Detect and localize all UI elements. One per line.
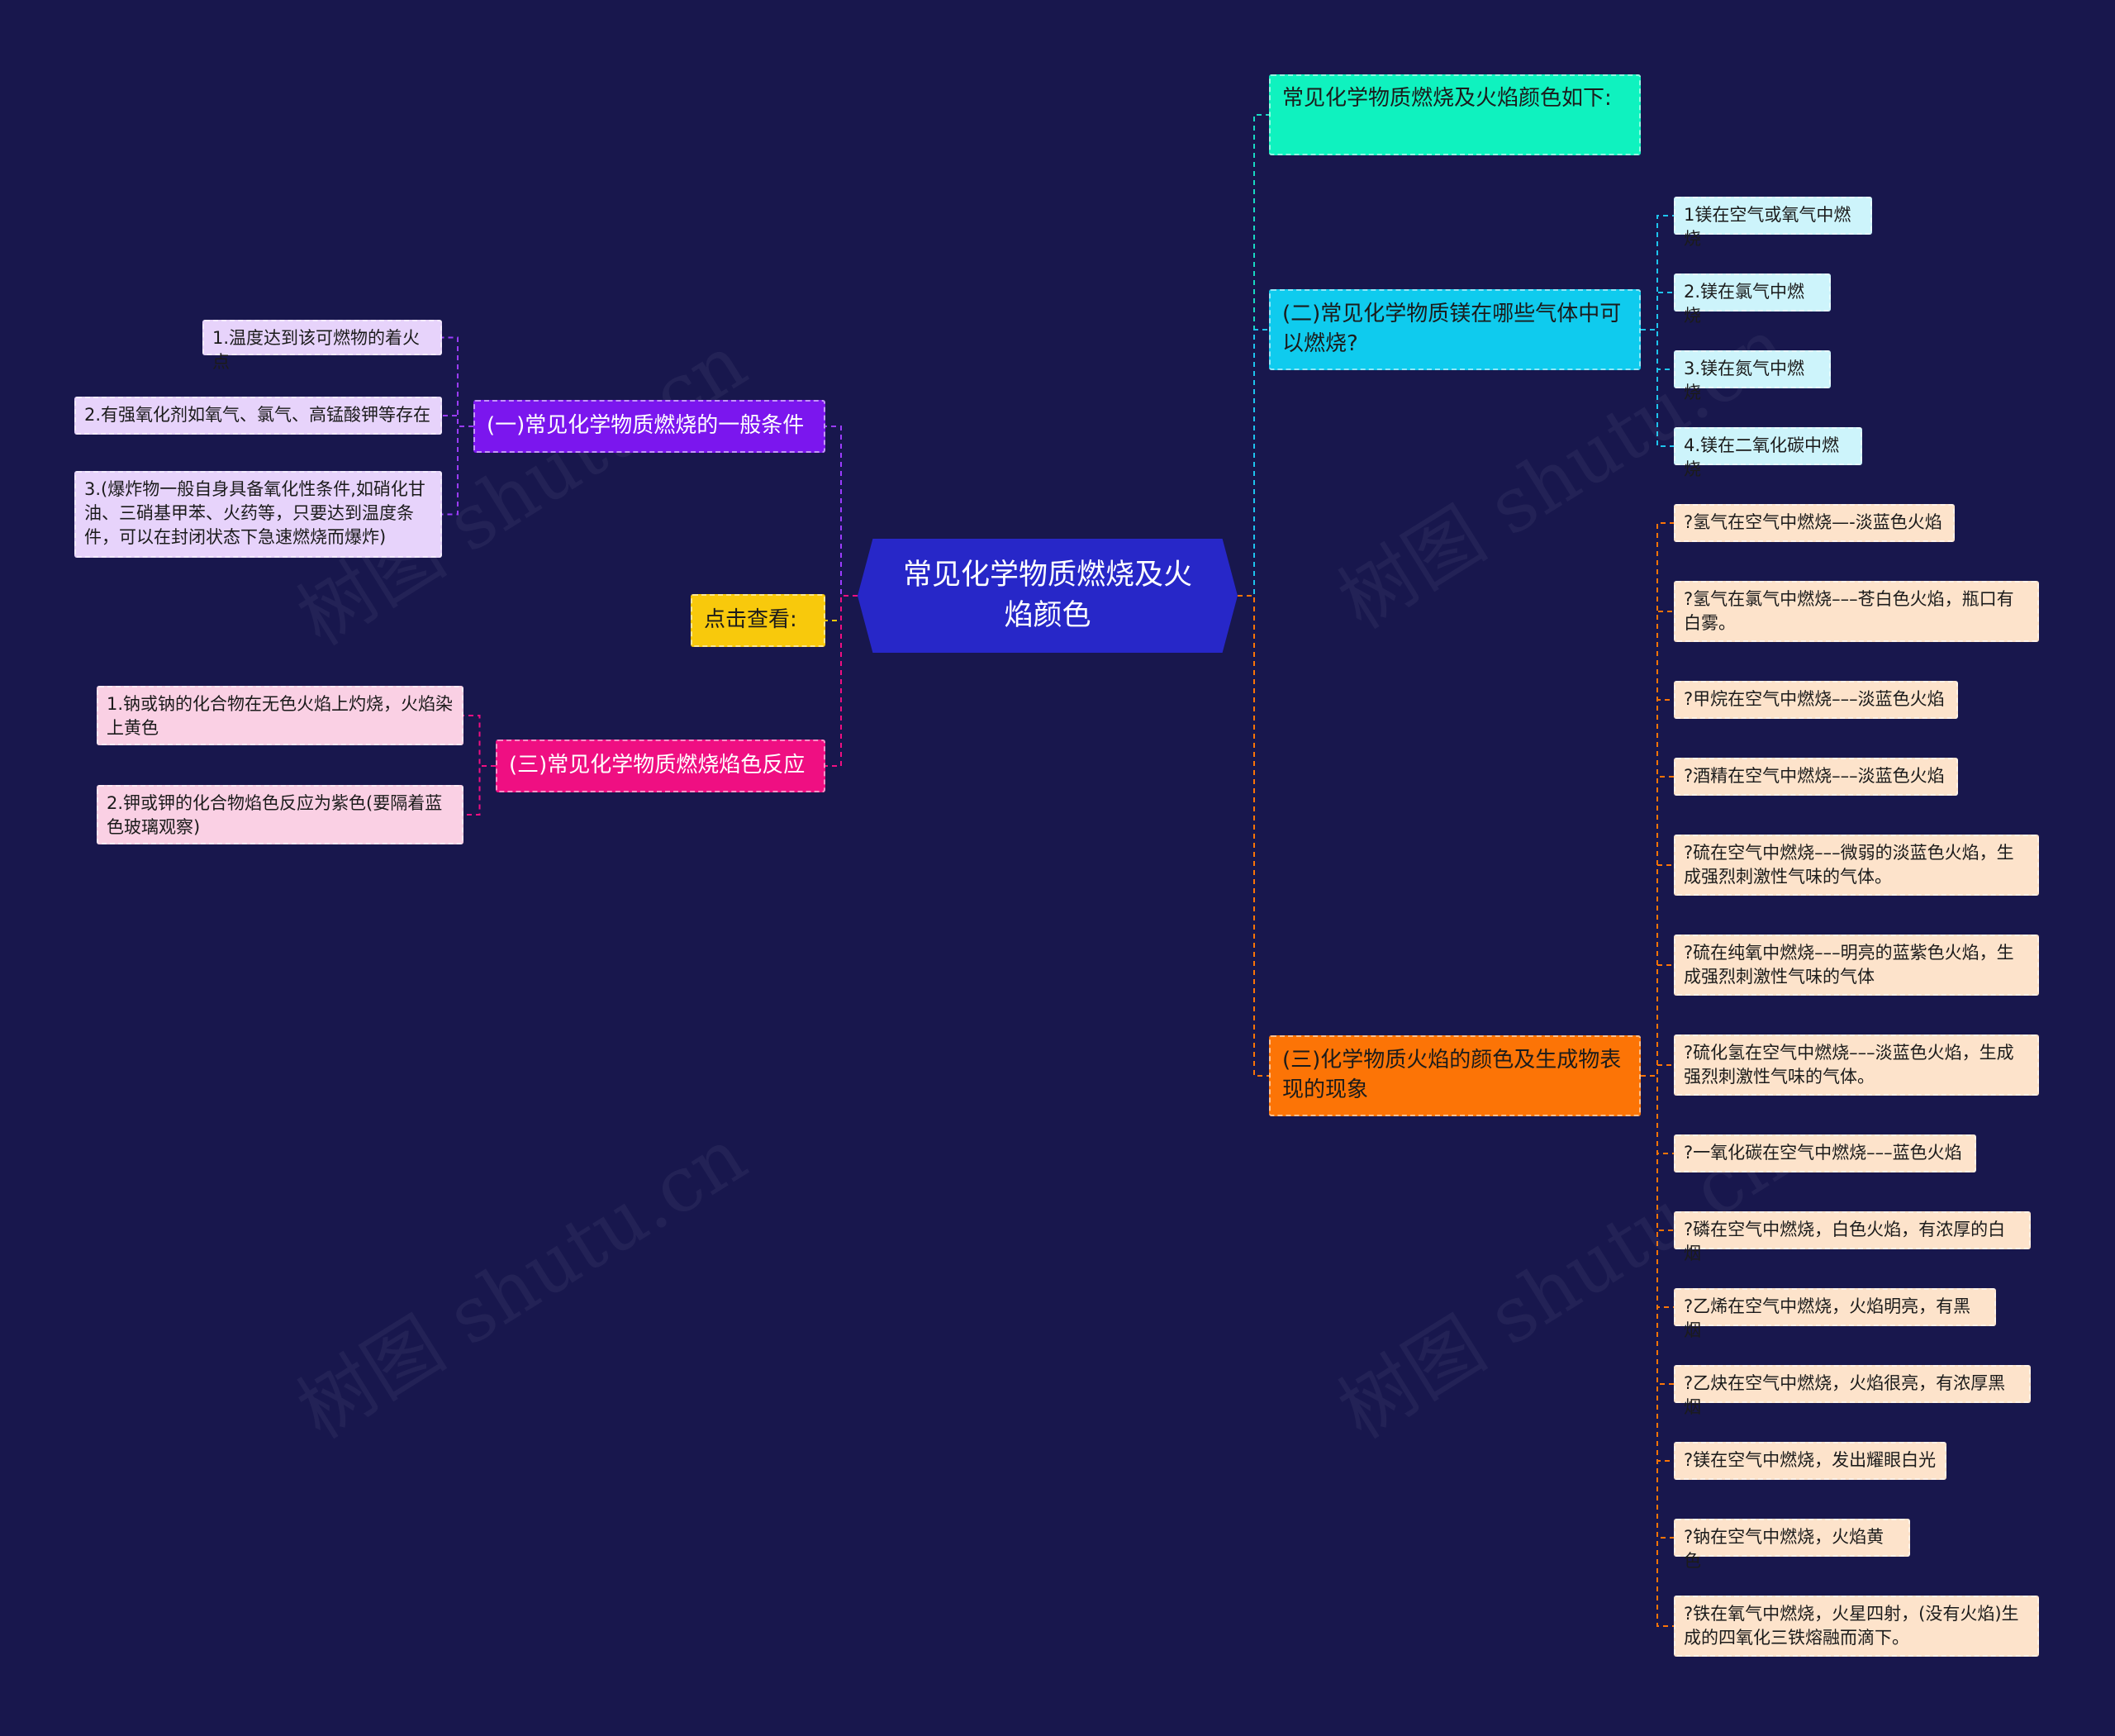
leaf-magnesium-4[interactable]: 4.镁在二氧化碳中燃烧	[1674, 427, 1862, 479]
leaf-phenomenon-2[interactable]: ?氢气在氯气中燃烧–––苍白色火焰，瓶口有白雾。	[1674, 581, 2039, 642]
leaf-magnesium-2[interactable]: 2.镁在氯气中燃烧	[1674, 273, 1831, 326]
leaf-phenomenon-3[interactable]: ?甲烷在空气中燃烧–––淡蓝色火焰	[1674, 681, 1958, 719]
leaf-magnesium-3[interactable]: 3.镁在氮气中燃烧	[1674, 350, 1831, 402]
magnesium-connector-0	[1641, 215, 1674, 331]
root-left-1-connector	[825, 426, 858, 597]
leaf-condition-1[interactable]: 1.温度达到该可燃物的着火点	[202, 320, 442, 372]
leaf-phenomenon-8[interactable]: ?一氧化碳在空气中燃烧–––蓝色火焰	[1674, 1134, 1976, 1172]
leaf-phenomenon-4[interactable]: ?酒精在空气中燃烧–––淡蓝色火焰	[1674, 758, 1958, 796]
leaf-phenomenon-10[interactable]: ?乙烯在空气中燃烧，火焰明亮，有黑烟	[1674, 1288, 1996, 1340]
branch-magnesium-gases[interactable]: (二)常见化学物质镁在哪些气体中可以燃烧?	[1269, 289, 1641, 370]
root-topic[interactable]: 常见化学物质燃烧及火焰颜色	[858, 539, 1238, 653]
root-right-2-connector	[1238, 329, 1269, 597]
leaf-phenomenon-1[interactable]: ?氢气在空气中燃烧—-淡蓝色火焰	[1674, 504, 1955, 542]
general-connector-0	[442, 336, 473, 427]
leaf-phenomenon-12[interactable]: ?镁在空气中燃烧，发出耀眼白光	[1674, 1442, 1946, 1480]
magnesium-connector-1	[1641, 292, 1674, 331]
leaf-flame-test-1[interactable]: 1.钠或钠的化合物在无色火焰上灼烧，火焰染上黄色	[97, 686, 463, 745]
leaf-magnesium-1[interactable]: 1镁在空气或氧气中燃烧	[1674, 197, 1872, 249]
flame-test-connector-1	[463, 765, 496, 816]
leaf-condition-3[interactable]: 3.(爆炸物一般自身具备氧化性条件,如硝化甘油、三硝基甲苯、火药等，只要达到温度…	[74, 471, 442, 558]
leaf-phenomenon-7[interactable]: ?硫化氢在空气中燃烧–––淡蓝色火焰，生成强烈刺激性气味的气体。	[1674, 1034, 2039, 1096]
branch-flame-test[interactable]: (三)常见化学物质燃烧焰色反应	[496, 740, 825, 792]
branch-click-view[interactable]: 点击查看:	[691, 594, 825, 647]
branch-colors-intro[interactable]: 常见化学物质燃烧及火焰颜色如下:	[1269, 74, 1641, 155]
phenomena-connector-5	[1641, 964, 1674, 1077]
magnesium-connector-3	[1641, 329, 1674, 447]
root-left-3-connector	[825, 595, 858, 767]
phenomena-connector-13	[1641, 1075, 1674, 1627]
leaf-phenomenon-6[interactable]: ?硫在纯氧中燃烧–––明亮的蓝紫色火焰，生成强烈刺激性气味的气体	[1674, 935, 2039, 996]
general-connector-1	[442, 415, 473, 427]
branch-flame-phenomena[interactable]: (三)化学物质火焰的颜色及生成物表现的现象	[1269, 1035, 1641, 1116]
leaf-phenomenon-14[interactable]: ?铁在氧气中燃烧，火星四射，(没有火焰)生成的四氧化三铁熔融而滴下。	[1674, 1596, 2039, 1657]
leaf-condition-2[interactable]: 2.有强氧化剂如氧气、氯气、高锰酸钾等存在	[74, 397, 442, 435]
leaf-phenomenon-5[interactable]: ?硫在空气中燃烧–––微弱的淡蓝色火焰，生成强烈刺激性气味的气体。	[1674, 835, 2039, 896]
leaf-phenomenon-11[interactable]: ?乙炔在空气中燃烧，火焰很亮，有浓厚黑烟	[1674, 1365, 2031, 1417]
leaf-flame-test-2[interactable]: 2.钾或钾的化合物焰色反应为紫色(要隔着蓝色玻璃观察)	[97, 785, 463, 844]
leaf-phenomenon-13[interactable]: ?钠在空气中燃烧，火焰黄色	[1674, 1519, 1910, 1571]
root-right-3-connector	[1238, 595, 1269, 1077]
phenomena-connector-6	[1641, 1064, 1674, 1077]
leaf-phenomenon-9[interactable]: ?磷在空气中燃烧，白色火焰，有浓厚的白烟	[1674, 1211, 2031, 1263]
branch-general-conditions[interactable]: (一)常见化学物质燃烧的一般条件	[473, 400, 825, 453]
flame-test-connector-0	[463, 715, 496, 767]
general-connector-2	[442, 426, 473, 516]
